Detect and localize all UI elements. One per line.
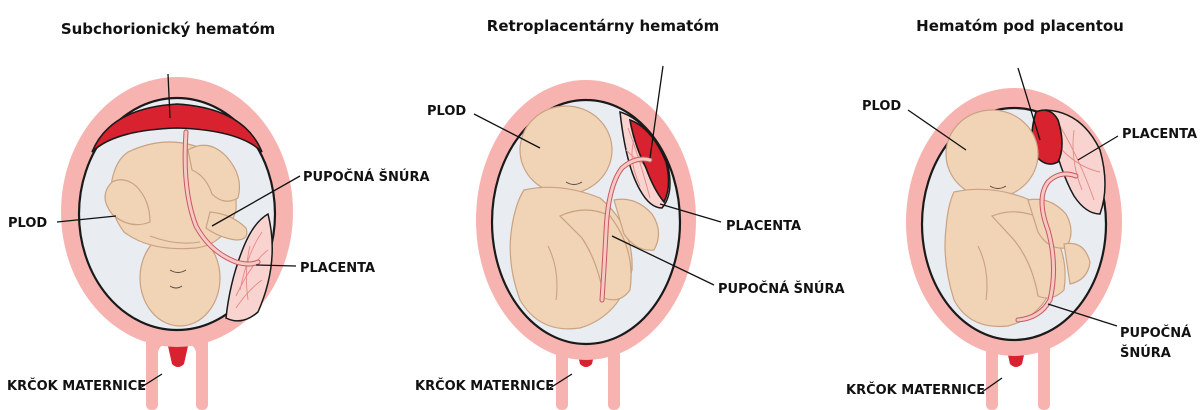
- panel-3-hematoma-leader: [1017, 67, 1041, 141]
- panel-1-placenta: [225, 212, 273, 322]
- panel-1-cervix-leader: [139, 373, 163, 389]
- panel-2-label-placenta: PLACENTA: [726, 219, 801, 234]
- panel-3-cord-leader: [1047, 303, 1118, 327]
- panel-3-fetus: [944, 109, 1091, 328]
- panel-subchorionic: Subchorionický hematóm: [7, 20, 430, 410]
- panel-1-label-cervix: KRČOK MATERNICE: [7, 378, 146, 394]
- panel-3-cervix-leader: [981, 377, 1003, 393]
- panel-1-label-cord: PUPOČNÁ ŠNÚRA: [303, 169, 430, 185]
- panel-1-hematoma: [91, 103, 263, 153]
- panel-retroplacental: Retroplacentárny hematóm PLOD PLACENTA: [415, 17, 845, 410]
- panel-3-placenta-leader: [1077, 135, 1119, 161]
- panel-1-fetus-leader: [56, 215, 117, 223]
- panel-1-cervical-os: [168, 346, 188, 367]
- panel-1-placenta-leader: [255, 264, 297, 267]
- panel-3-label-placenta: PLACENTA: [1122, 127, 1197, 142]
- panel-1-hematoma-leader: [167, 73, 171, 119]
- panel-2-title: Retroplacentárny hematóm: [487, 17, 719, 35]
- panel-1-label-placenta: PLACENTA: [300, 261, 375, 276]
- panel-1-fetus: [104, 141, 248, 327]
- panel-3-title: Hematóm pod placentou: [916, 17, 1124, 35]
- panel-2-cord-leader: [611, 235, 715, 286]
- panel-2-placenta-leader: [659, 203, 722, 223]
- panel-3-label-fetus: PLOD: [862, 99, 901, 114]
- panel-1-label-fetus: PLOD: [8, 216, 47, 231]
- panel-2-hematoma-leader: [649, 65, 664, 159]
- panel-2-label-fetus: PLOD: [427, 104, 466, 119]
- panel-3-label-cord-line2: ŠNÚRA: [1120, 345, 1171, 361]
- panel-3-placenta-vessels: [1059, 125, 1101, 201]
- panel-1-placenta-vessels: [235, 231, 269, 309]
- panel-1-title: Subchorionický hematóm: [61, 20, 275, 38]
- panel-3-label-cervix: KRČOK MATERNICE: [846, 382, 985, 398]
- panel-2-label-cervix: KRČOK MATERNICE: [415, 378, 554, 394]
- panel-2-fetus-leader: [473, 113, 541, 149]
- panel-under-placenta: Hematóm pod placentou PLOD PLAC: [846, 17, 1197, 410]
- panel-2-label-cord: PUPOČNÁ ŠNÚRA: [718, 281, 845, 297]
- panel-3-label-cord-line1: PUPOČNÁ: [1120, 325, 1191, 341]
- panel-1-cord-leader: [211, 175, 301, 227]
- panel-2-cervix-leader: [549, 373, 573, 389]
- panel-3-fetus-leader: [907, 109, 967, 151]
